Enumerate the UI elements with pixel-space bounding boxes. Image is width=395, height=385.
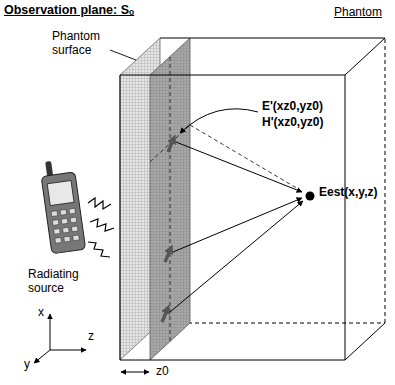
radiation-wave: [88, 198, 114, 257]
phone-icon: [39, 158, 85, 254]
leader-line: [180, 109, 258, 133]
phantom-box: [120, 38, 385, 360]
dimension-label: z0: [156, 365, 169, 379]
coordinate-axes: [34, 314, 86, 363]
surface-label: Phantom surface: [52, 30, 110, 58]
field-vector: [162, 138, 174, 322]
phantom-label: Phantom: [334, 6, 382, 20]
plane-title: Observation plane: Sₒ: [4, 3, 134, 17]
estimation-point: [306, 192, 315, 201]
axis-label: y: [24, 358, 30, 372]
field-label: H'(xz0,yz0): [262, 116, 324, 130]
phantom-box: [160, 38, 385, 323]
axis-label: x: [38, 306, 44, 320]
field-label: E'(xz0,yz0): [262, 100, 323, 114]
leader-line: [110, 50, 136, 60]
source-label: Radiating source: [28, 268, 90, 296]
propagation-line: [170, 142, 303, 312]
point-label: Eest(x,y,z): [319, 186, 377, 200]
axis-label: z: [88, 330, 94, 344]
dimension-line: [121, 372, 149, 373]
